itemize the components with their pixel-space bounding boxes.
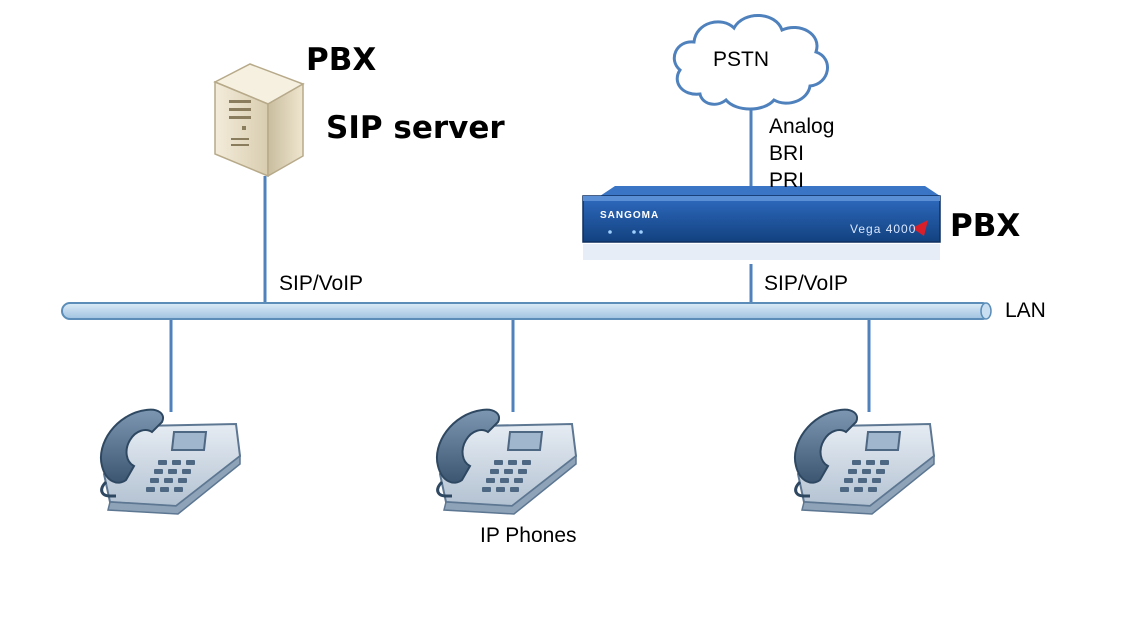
pbx-left-label: PBX — [306, 42, 377, 78]
desk-phone-icon — [99, 408, 242, 516]
lan-label: LAN — [1005, 299, 1046, 322]
desk-phone-icon — [793, 408, 936, 516]
ip-phones-label: IP Phones — [480, 524, 577, 547]
sip-voip-left-label: SIP/VoIP — [279, 272, 364, 295]
gateway-appliance-icon — [582, 186, 941, 260]
lan-bus — [61, 302, 992, 320]
sip-voip-right-label: SIP/VoIP — [764, 272, 849, 295]
line-type-analog: Analog — [769, 115, 835, 138]
server-tower-icon — [213, 63, 305, 178]
line-type-pri: PRI — [769, 169, 805, 189]
line-types-list: Analog BRI PRI — [769, 113, 834, 189]
gateway-model: Vega 4000 — [850, 222, 917, 236]
cloud-icon — [672, 14, 829, 111]
gateway-brand: SANGOMA — [600, 210, 660, 221]
desk-phone-icon — [435, 408, 578, 516]
pstn-label: PSTN — [713, 48, 770, 71]
line-type-bri: BRI — [769, 142, 805, 165]
pbx-right-label: PBX — [950, 208, 1021, 244]
sip-server-label: SIP server — [326, 110, 505, 146]
